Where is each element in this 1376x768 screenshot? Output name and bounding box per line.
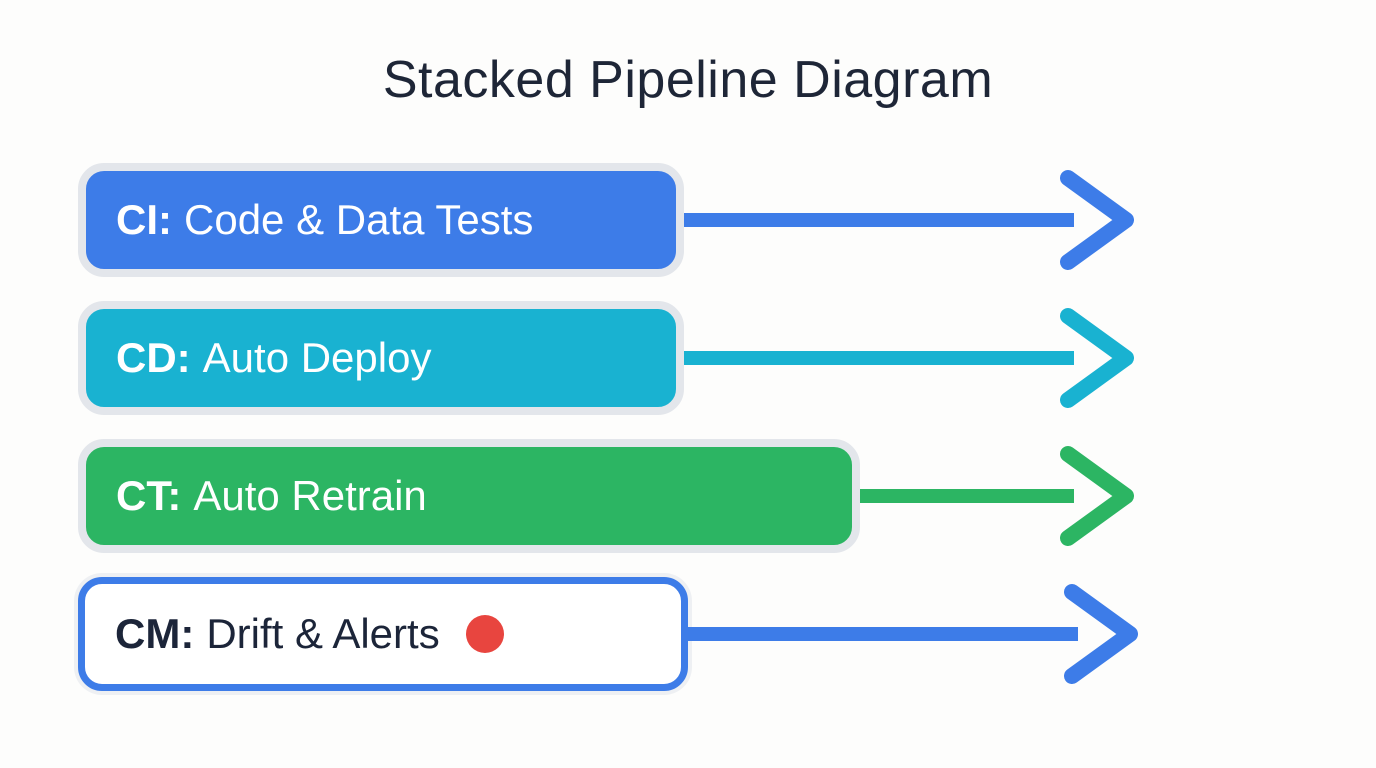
stage-label-ct: CT: Auto Retrain [116,475,427,517]
stage-bar-cm: CM: Drift & Alerts [78,577,688,691]
flow-arrow-icon [688,584,1138,684]
stage-prefix: CT: [116,472,182,519]
stage-label-cd: CD: Auto Deploy [116,337,431,379]
flow-arrow-icon [684,170,1134,270]
stage-bar-cd: CD: Auto Deploy [78,301,684,415]
stage-bar-ci: CI: Code & Data Tests [78,163,684,277]
flow-arrow-icon [684,308,1134,408]
stage-title: Drift & Alerts [206,610,440,657]
stage-title: Auto Deploy [202,334,432,381]
stage-bar-ct: CT: Auto Retrain [78,439,860,553]
diagram-title: Stacked Pipeline Diagram [382,51,994,109]
alert-status-dot [465,615,504,653]
stage-title: Auto Retrain [193,472,427,519]
stage-label-cm: CM: Drift & Alerts [115,613,504,655]
stage-label-ci: CI: Code & Data Tests [116,199,533,241]
stage-prefix: CI: [116,196,172,243]
stage-prefix: CM: [115,610,195,657]
stage-prefix: CD: [116,334,191,381]
flow-arrow-icon [860,446,1134,546]
stage-title: Code & Data Tests [184,196,534,243]
